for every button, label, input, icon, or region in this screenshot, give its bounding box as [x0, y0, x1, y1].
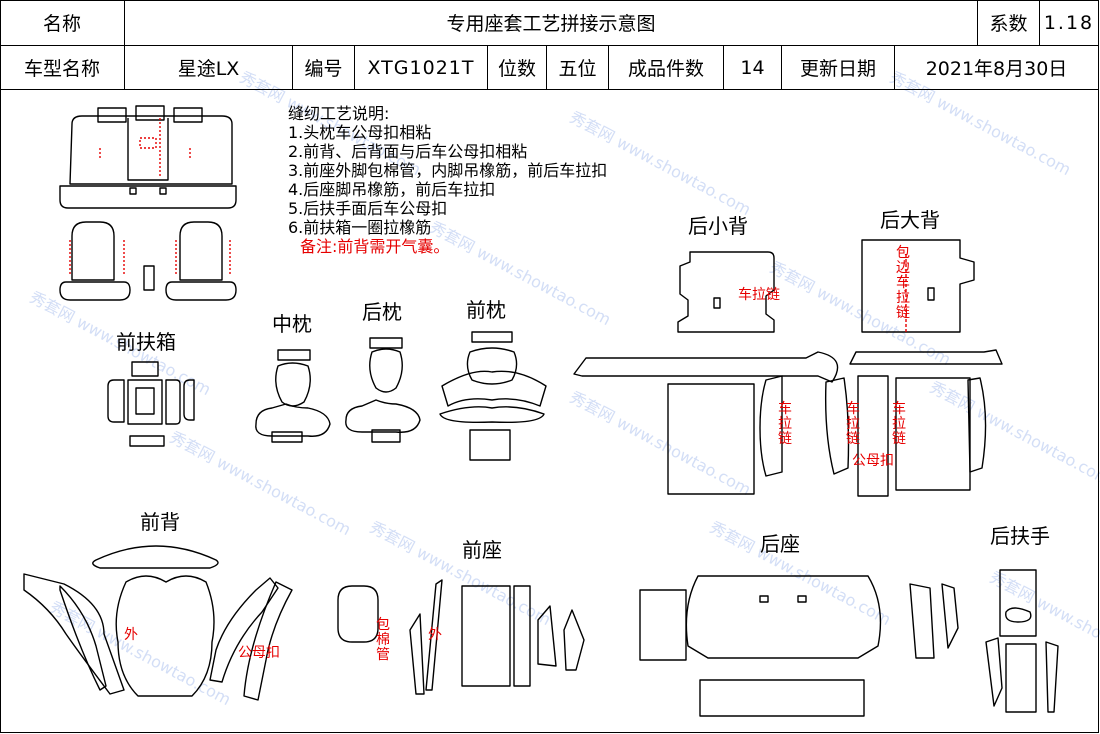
seat-overview-icon [59, 105, 237, 301]
page-title: 专用座套工艺拼接示意图 [125, 0, 978, 46]
part-label-rear-armrest: 后扶手 [990, 524, 1050, 548]
annotation-wrap-zipper: 包 边 车 拉 链 [896, 245, 910, 321]
notes-title: 缝纫工艺说明: [288, 104, 390, 123]
annotation-snap: 公母扣 [852, 453, 894, 469]
sewing-notes: 缝纫工艺说明: 1.头枕车公母扣相粘 2.前背、后背面与后车公母扣相粘 3.前座… [288, 104, 607, 256]
rear-large-back-pattern [824, 239, 1003, 497]
notes-remark: 备注:前背需开气囊。 [300, 237, 450, 256]
part-label-rear-headrest: 后枕 [362, 300, 402, 324]
code-value-cell: XTG1021T [355, 46, 488, 90]
part-label-rear-small-back: 后小背 [688, 214, 748, 238]
notes-item: 5.后扶手面后车公母扣 [288, 199, 448, 218]
part-label-middle-headrest: 中枕 [272, 312, 312, 336]
rear-armrest-pattern [985, 569, 1059, 713]
front-headrest-pattern [439, 331, 547, 461]
part-label-front-back: 前背 [140, 510, 180, 534]
part-label-front-armrest-box: 前扶箱 [116, 330, 176, 354]
rear-seat-pattern [639, 575, 959, 717]
annotation-zipper-vertical: 车 拉 链 [892, 401, 906, 447]
seats-label-cell: 位数 [488, 46, 547, 90]
code-label-cell: 编号 [293, 46, 355, 90]
middle-headrest-pattern [255, 349, 331, 443]
part-label-rear-seat: 后座 [760, 532, 800, 556]
rear-headrest-pattern [345, 337, 421, 443]
coef-value-cell: 1.18 [1040, 0, 1099, 46]
annotation-outer: 外 [124, 627, 138, 643]
front-back-pattern [23, 545, 293, 701]
annotation-cotton-tube: 包 棉 管 [376, 617, 390, 663]
name-label-cell: 名称 [0, 0, 125, 46]
pieces-value-cell: 14 [724, 46, 782, 90]
front-seat-pattern [337, 579, 585, 695]
notes-item: 3.前座外脚包棉管，内脚吊橡筋，前后车拉扣 [288, 161, 608, 180]
date-label-cell: 更新日期 [782, 46, 895, 90]
coef-label-cell: 系数 [978, 0, 1040, 46]
annotation-zipper-vertical: 车 拉 链 [846, 401, 860, 447]
annotation-zipper: 车拉链 [738, 287, 780, 303]
annotation-snap: 公母扣 [238, 645, 280, 661]
front-armrest-box-pattern [107, 361, 195, 447]
annotation-outer: 外 [428, 627, 442, 643]
seats-value-cell: 五位 [547, 46, 609, 90]
rear-small-back-pattern [573, 251, 839, 495]
annotation-zipper-vertical: 车 拉 链 [778, 401, 792, 447]
date-value-cell: 2021年8月30日 [895, 46, 1099, 90]
model-value-cell: 星途LX [125, 46, 293, 90]
pieces-label-cell: 成品件数 [609, 46, 724, 90]
part-label-rear-large-back: 后大背 [880, 208, 940, 232]
notes-item: 6.前扶箱一圈拉橡筋 [288, 218, 432, 237]
notes-item: 2.前背、后背面与后车公母扣相粘 [288, 142, 528, 161]
notes-item: 4.后座脚吊橡筋，前后车拉扣 [288, 180, 496, 199]
notes-item: 1.头枕车公母扣相粘 [288, 123, 432, 142]
part-label-front-seat: 前座 [462, 538, 502, 562]
model-label-cell: 车型名称 [0, 46, 125, 90]
part-label-front-headrest: 前枕 [466, 298, 506, 322]
